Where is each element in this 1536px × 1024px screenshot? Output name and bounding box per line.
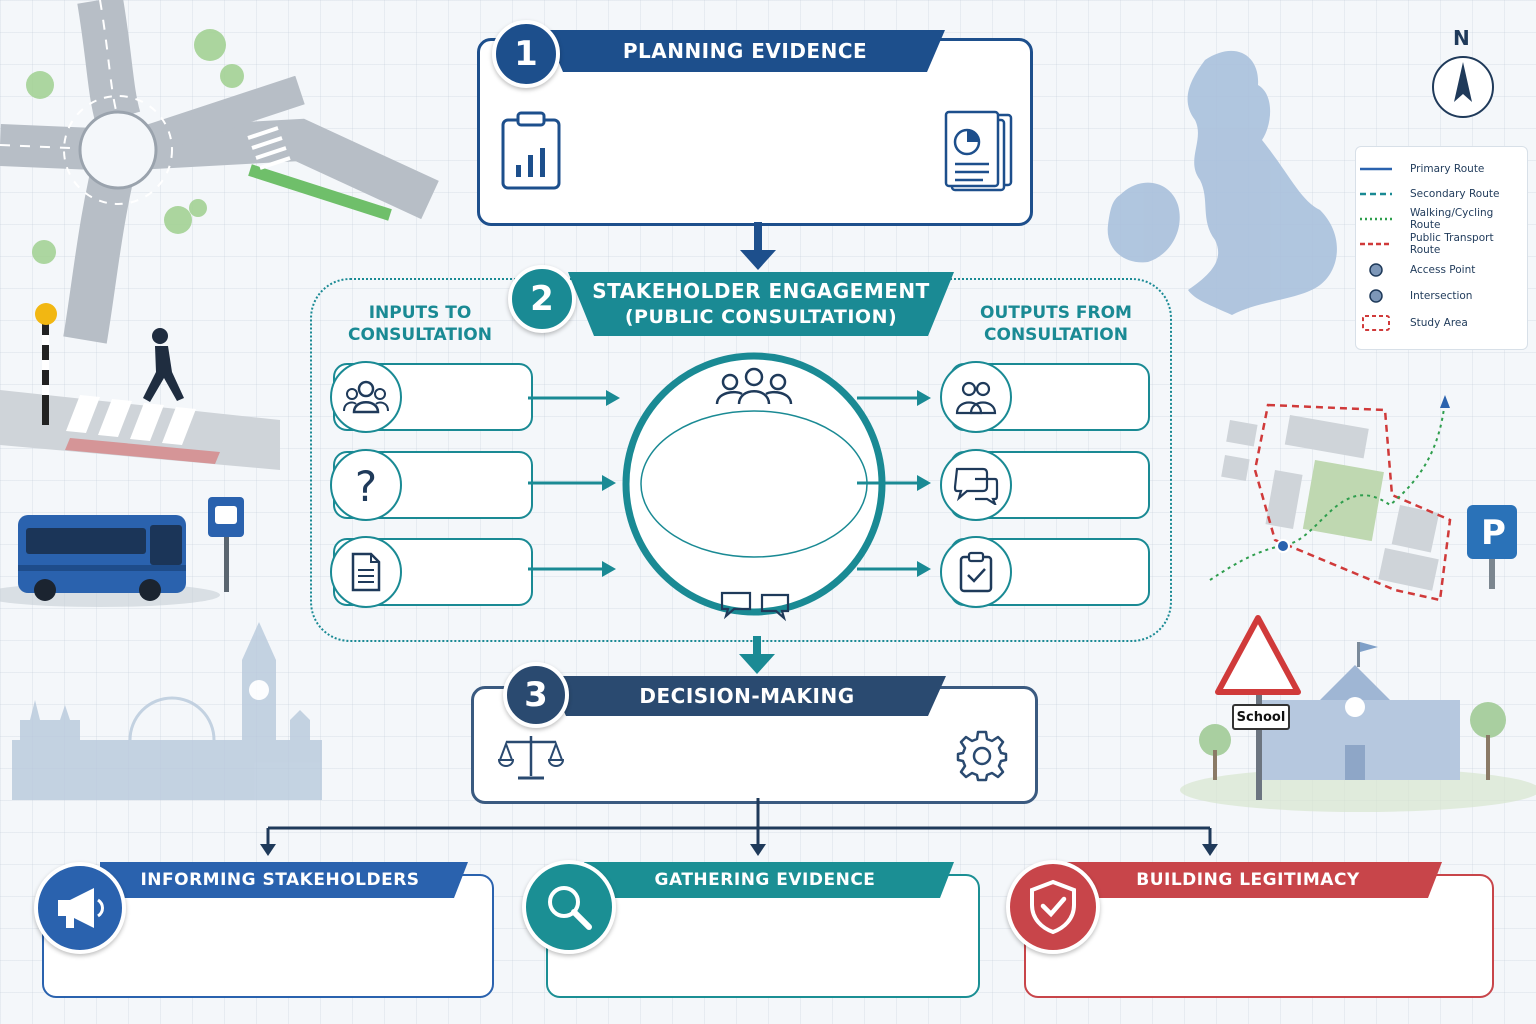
- input-arrows: [528, 390, 620, 577]
- megaphone-icon: [34, 862, 126, 954]
- document-icon: [330, 536, 402, 608]
- london-skyline: [12, 622, 322, 800]
- compass-label: N: [1453, 26, 1470, 50]
- engagement-ribbon-shape: [568, 272, 954, 336]
- consultation-circle: [622, 352, 886, 622]
- legend-item: Study Area: [1356, 313, 1468, 333]
- school-scene: [1180, 615, 1536, 812]
- informing-stakeholders-title: INFORMING STAKEHOLDERS: [140, 870, 420, 890]
- outputs-label: OUTPUTS FROM CONSULTATION: [980, 303, 1132, 345]
- gathering-evidence-title: GATHERING EVIDENCE: [654, 870, 876, 890]
- clipboard-chart-icon: [501, 111, 561, 190]
- study-area-map: [1209, 395, 1517, 602]
- roundabout-road: [0, 0, 439, 344]
- question-mark-icon: ?: [330, 449, 402, 521]
- parking-sign-label: P: [1481, 513, 1506, 553]
- scales-of-justice-icon: [498, 736, 564, 780]
- gathering-ribbon-shape: [584, 862, 954, 898]
- trees-top-left: [26, 29, 244, 264]
- bus-illustration: [0, 497, 244, 607]
- document-report-icon: [944, 110, 1013, 192]
- gear-icon: [956, 730, 1008, 782]
- school-sign: School: [1232, 704, 1290, 730]
- legend-item: Access Point: [1356, 260, 1475, 280]
- legend-item: Intersection: [1356, 286, 1472, 306]
- branch-connectors: [260, 798, 1218, 856]
- step-2-badge: 2: [508, 265, 576, 333]
- engagement-title-line2: (PUBLIC CONSULTATION): [624, 306, 898, 328]
- legend-item: Public Transport Route: [1359, 232, 1494, 256]
- planning-evidence-title: PLANNING EVIDENCE: [622, 39, 868, 63]
- chat-bubbles-icon: [940, 449, 1012, 521]
- legend-item: Primary Route: [1360, 163, 1485, 175]
- shield-check-icon: [1006, 860, 1100, 954]
- clipboard-check-icon: [940, 536, 1012, 608]
- informing-ribbon-shape: [100, 862, 468, 898]
- svg-text:?: ?: [355, 463, 377, 507]
- magnifying-glass-icon: [522, 860, 616, 954]
- building-legitimacy-title: BUILDING LEGITIMACY: [1136, 870, 1360, 890]
- inputs-label: INPUTS TO CONSULTATION: [348, 303, 492, 345]
- decision-ribbon-shape: [548, 676, 946, 716]
- output-arrows: [857, 390, 931, 577]
- legend-item: Walking/Cycling Route: [1359, 207, 1494, 231]
- building-ribbon-shape: [1062, 862, 1442, 898]
- step-3-badge: 3: [503, 662, 569, 728]
- arrow-down-icon: [739, 636, 775, 674]
- uk-map: [1107, 50, 1337, 315]
- legend-item: Secondary Route: [1360, 188, 1500, 200]
- people-group-icon: [940, 361, 1012, 433]
- speech-bubbles-icon: [720, 591, 790, 622]
- arrow-down-icon: [740, 222, 776, 270]
- walking-person: [143, 328, 184, 402]
- decision-making-title: DECISION-MAKING: [639, 684, 855, 708]
- people-group-icon: [330, 361, 402, 433]
- engagement-title-line1: STAKEHOLDER ENGAGEMENT: [592, 279, 930, 303]
- step-1-badge: 1: [492, 20, 560, 88]
- audience-group-icon: [715, 367, 793, 405]
- planning-ribbon-shape: [545, 30, 945, 72]
- compass-icon: [1432, 56, 1494, 118]
- map-legend: Primary Route Secondary Route Walking/Cy…: [1355, 146, 1528, 350]
- pedestrian-crossing: [0, 303, 280, 470]
